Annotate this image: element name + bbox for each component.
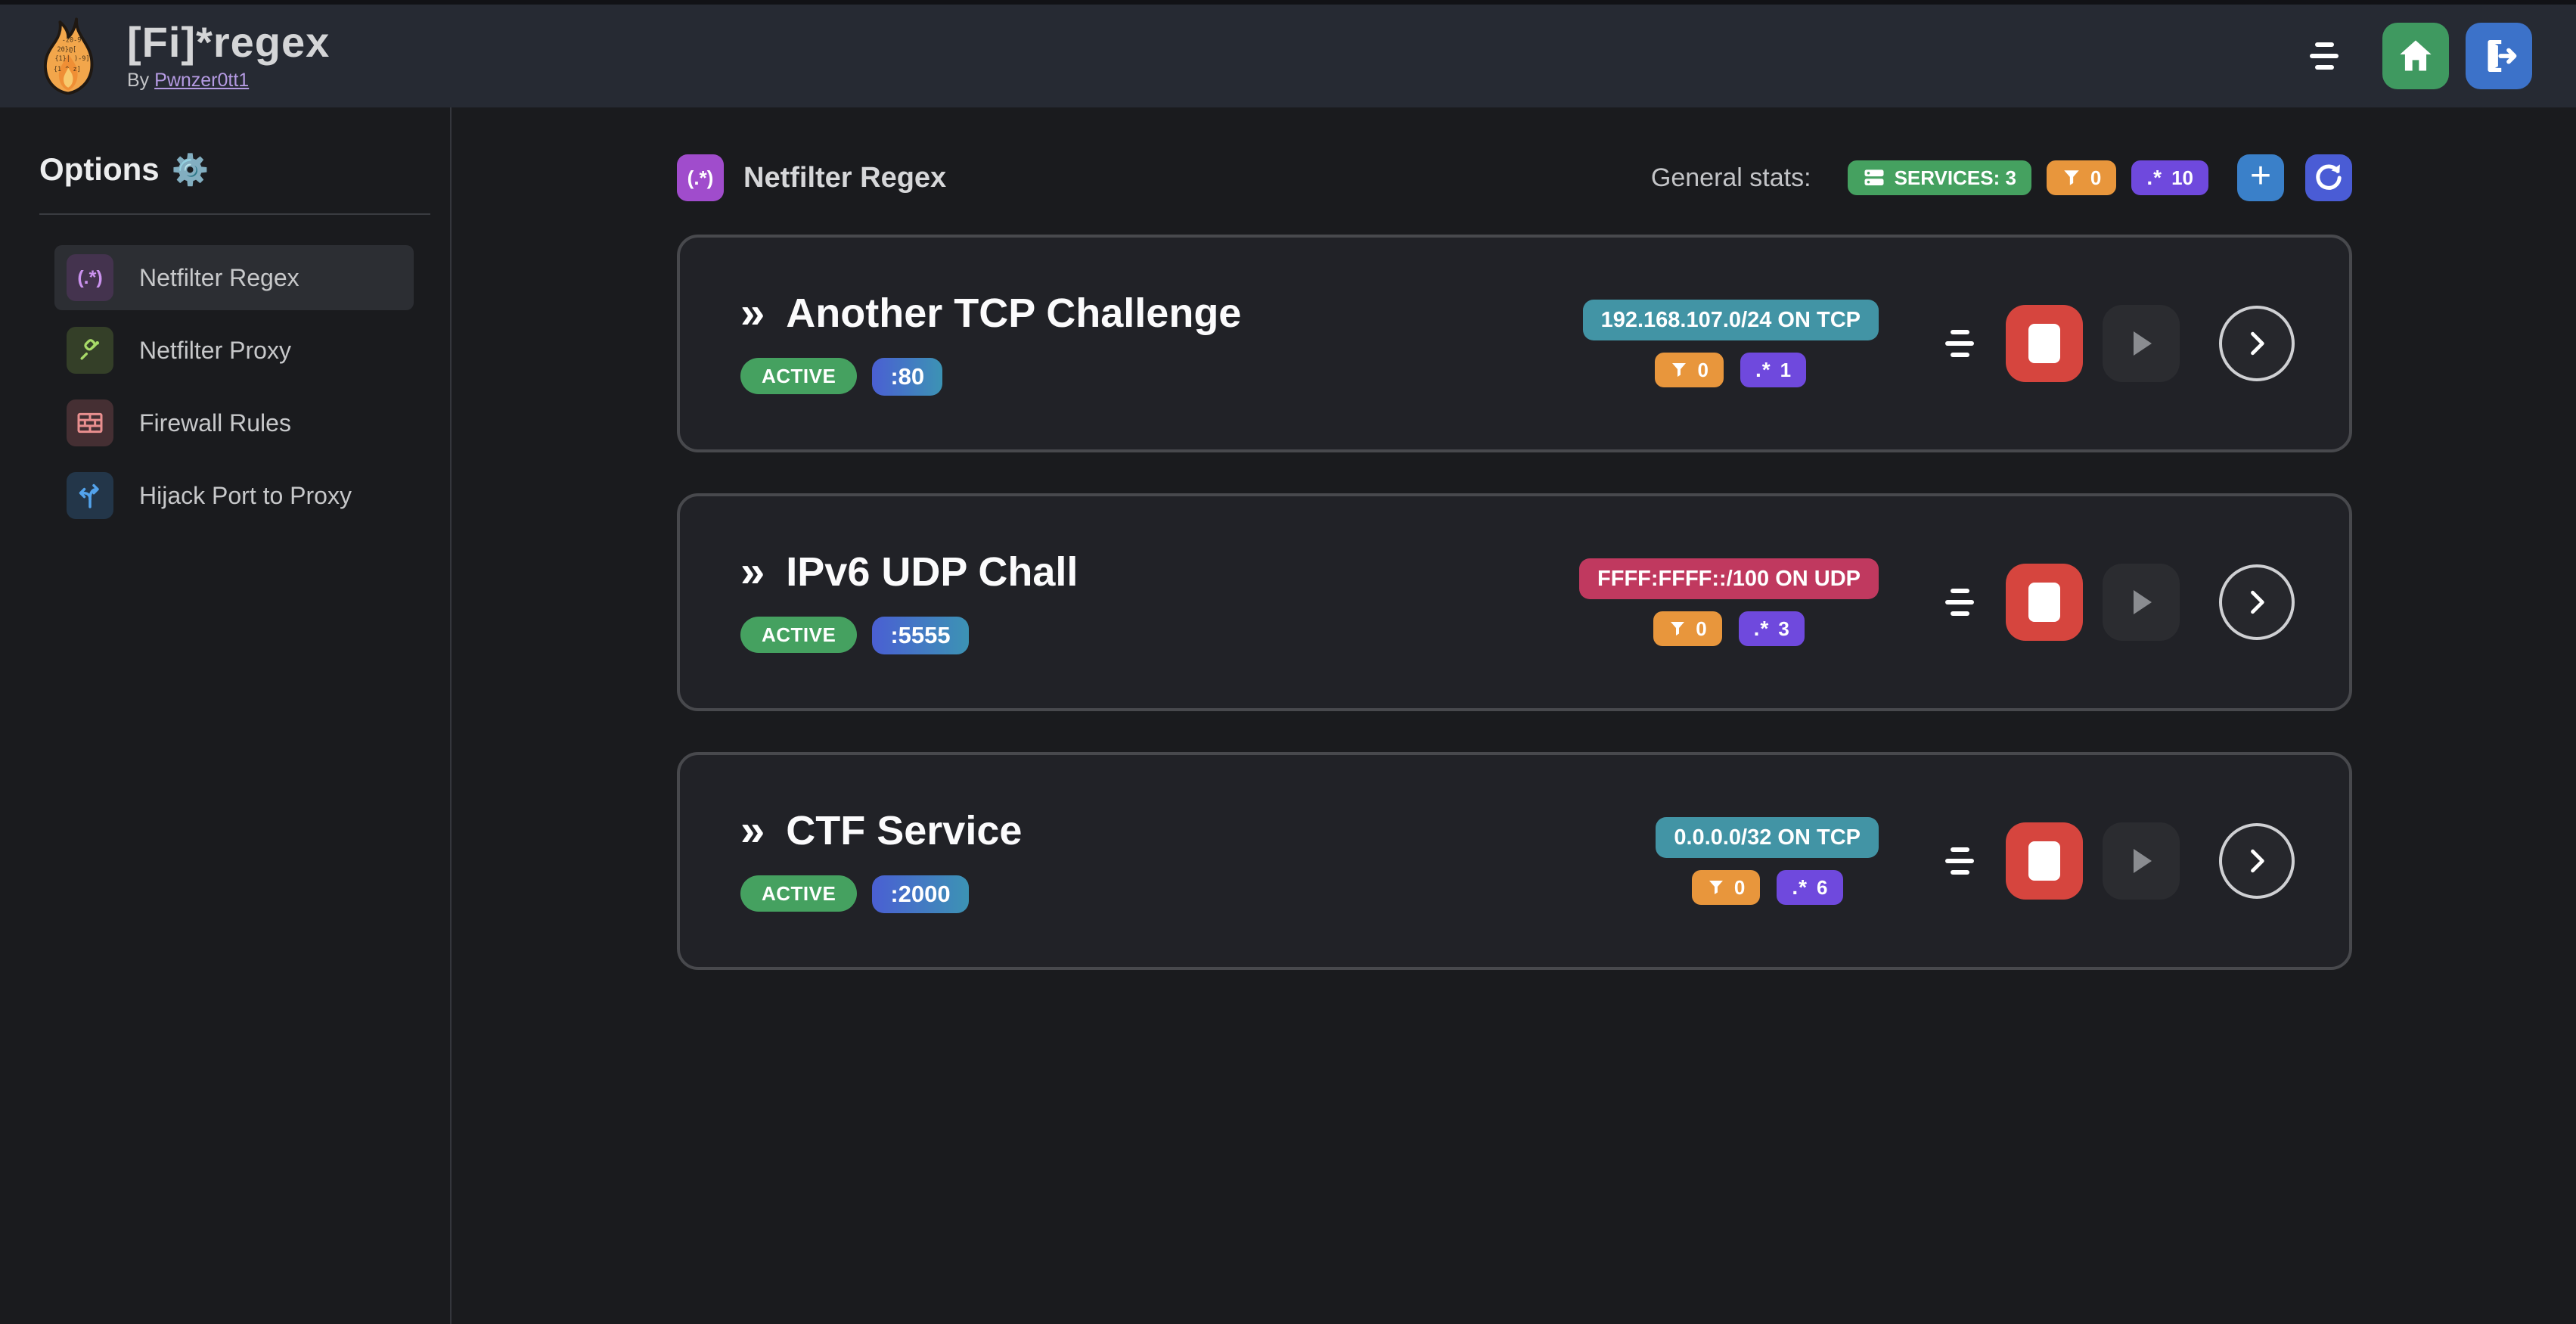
refresh-button[interactable] xyxy=(2305,154,2352,201)
target-badge: 192.168.107.0/24 ON TCP xyxy=(1582,300,1879,340)
funnel-icon xyxy=(1671,622,1685,636)
services-count-badge: SERVICES: 3 xyxy=(1847,160,2031,195)
app-header: -z0-9 20}@[ {1}| )-9] {1 ^ z] [Fi]*regex… xyxy=(0,5,2576,107)
general-stats: General stats: SERVICES: 3 0 xyxy=(1651,154,2352,201)
dot-star-icon: .* xyxy=(2146,166,2163,189)
sidebar-divider xyxy=(39,213,430,215)
play-icon xyxy=(2134,849,2152,873)
author-link[interactable]: Pwnzer0tt1 xyxy=(154,70,250,92)
dot-star-icon: .* xyxy=(1755,358,1771,381)
sidebar-heading: Options xyxy=(39,151,160,187)
svg-text:{1}| )-9]: {1}| )-9] xyxy=(54,55,89,63)
status-badge: ACTIVE xyxy=(740,617,858,653)
svg-text:{1 ^ z]: {1 ^ z] xyxy=(54,66,81,73)
menu-icon[interactable] xyxy=(2310,42,2339,70)
filters-count-badge: 0 xyxy=(2046,160,2117,195)
filters-count-badge: 0 xyxy=(1691,870,1761,905)
funnel-icon xyxy=(1672,363,1687,377)
target-badge: FFFF:FFFF::/100 ON UDP xyxy=(1579,558,1879,599)
refresh-icon xyxy=(2316,164,2342,190)
play-button[interactable] xyxy=(2103,822,2180,900)
service-name: Another TCP Challenge xyxy=(786,291,1242,336)
play-icon xyxy=(2134,590,2152,614)
play-icon xyxy=(2134,331,2152,356)
port-badge: :2000 xyxy=(872,875,969,913)
stop-icon xyxy=(2028,841,2060,881)
logout-icon xyxy=(2488,39,2517,73)
brick-wall-icon xyxy=(67,399,113,446)
regex-count-badge: .* 3 xyxy=(1738,611,1805,646)
funnel-icon xyxy=(2064,170,2079,185)
flame-logo-icon: -z0-9 20}@[ {1}| )-9] {1 ^ z] xyxy=(44,17,94,95)
chevron-right-icon xyxy=(2251,590,2264,614)
sidebar-item-label: Hijack Port to Proxy xyxy=(139,481,352,509)
service-card: » CTF Service ACTIVE :2000 0.0.0.0/32 ON… xyxy=(677,752,2352,970)
stop-button[interactable] xyxy=(2006,564,2083,641)
svg-text:-z0-9: -z0-9 xyxy=(62,36,82,44)
funnel-icon xyxy=(1709,881,1723,894)
service-card: » IPv6 UDP Chall ACTIVE :5555 FFFF:FFFF:… xyxy=(677,493,2352,711)
sidebar: Options ⚙️ (.*) Netfilter Regex Netfilte… xyxy=(0,107,452,1324)
sidebar-item-label: Netfilter Proxy xyxy=(139,336,291,364)
main-content: (.*) Netfilter Regex General stats: SERV… xyxy=(452,107,2576,1324)
logout-button[interactable] xyxy=(2466,23,2532,89)
filters-count-badge: 0 xyxy=(1653,611,1722,646)
sidebar-item-label: Netfilter Regex xyxy=(139,263,299,291)
target-badge: 0.0.0.0/32 ON TCP xyxy=(1656,817,1879,858)
stop-icon xyxy=(2028,583,2060,622)
service-name: CTF Service xyxy=(786,808,1023,853)
svg-text:20}@[: 20}@[ xyxy=(57,46,77,54)
stop-button[interactable] xyxy=(2006,305,2083,382)
sidebar-item-netfilter-regex[interactable]: (.*) Netfilter Regex xyxy=(54,245,414,310)
card-menu-button[interactable] xyxy=(1945,330,1974,357)
server-icon xyxy=(1864,169,1884,185)
card-menu-button[interactable] xyxy=(1945,847,1974,875)
gear-icon: ⚙️ xyxy=(171,153,209,187)
section-regex-icon: (.*) xyxy=(677,154,724,201)
sidebar-item-label: Firewall Rules xyxy=(139,409,291,437)
stop-icon xyxy=(2028,324,2060,363)
dot-star-icon: .* xyxy=(1792,875,1808,899)
chevron-right-icon xyxy=(2251,849,2264,873)
add-service-button[interactable]: + xyxy=(2237,154,2284,201)
split-arrows-icon xyxy=(67,472,113,519)
chevrons-icon: » xyxy=(740,547,765,596)
regex-count-badge: .* 10 xyxy=(2131,160,2208,195)
sidebar-item-firewall-rules[interactable]: Firewall Rules xyxy=(54,390,414,455)
dot-star-icon: .* xyxy=(1753,617,1770,640)
service-details-button[interactable] xyxy=(2219,823,2295,899)
play-button[interactable] xyxy=(2103,305,2180,382)
section-title: Netfilter Regex xyxy=(743,161,947,194)
regex-count-badge: .* 6 xyxy=(1777,870,1843,905)
port-badge: :80 xyxy=(872,358,943,396)
chevrons-icon: » xyxy=(740,806,765,855)
service-details-button[interactable] xyxy=(2219,564,2295,640)
status-badge: ACTIVE xyxy=(740,358,858,394)
home-icon xyxy=(2400,40,2432,71)
sidebar-item-hijack-port-to-proxy[interactable]: Hijack Port to Proxy xyxy=(54,463,414,528)
filters-count-badge: 0 xyxy=(1655,353,1724,387)
port-badge: :5555 xyxy=(872,617,969,654)
chevrons-icon: » xyxy=(740,288,765,337)
home-button[interactable] xyxy=(2382,23,2449,89)
status-badge: ACTIVE xyxy=(740,875,858,912)
service-name: IPv6 UDP Chall xyxy=(786,549,1079,595)
service-details-button[interactable] xyxy=(2219,306,2295,381)
chevron-right-icon xyxy=(2251,331,2264,356)
play-button[interactable] xyxy=(2103,564,2180,641)
stop-button[interactable] xyxy=(2006,822,2083,900)
stats-label: General stats: xyxy=(1650,163,1811,192)
plug-icon xyxy=(67,327,113,374)
service-card: » Another TCP Challenge ACTIVE :80 192.1… xyxy=(677,235,2352,452)
window-top-strip xyxy=(0,0,2576,5)
page-title: [Fi]*regex xyxy=(127,17,331,66)
regex-icon: (.*) xyxy=(67,254,113,301)
byline: By Pwnzer0tt1 xyxy=(127,70,330,92)
regex-count-badge: .* 1 xyxy=(1740,353,1807,387)
byline-prefix: By xyxy=(127,70,150,92)
card-menu-button[interactable] xyxy=(1945,589,1974,616)
sidebar-item-netfilter-proxy[interactable]: Netfilter Proxy xyxy=(54,318,414,383)
